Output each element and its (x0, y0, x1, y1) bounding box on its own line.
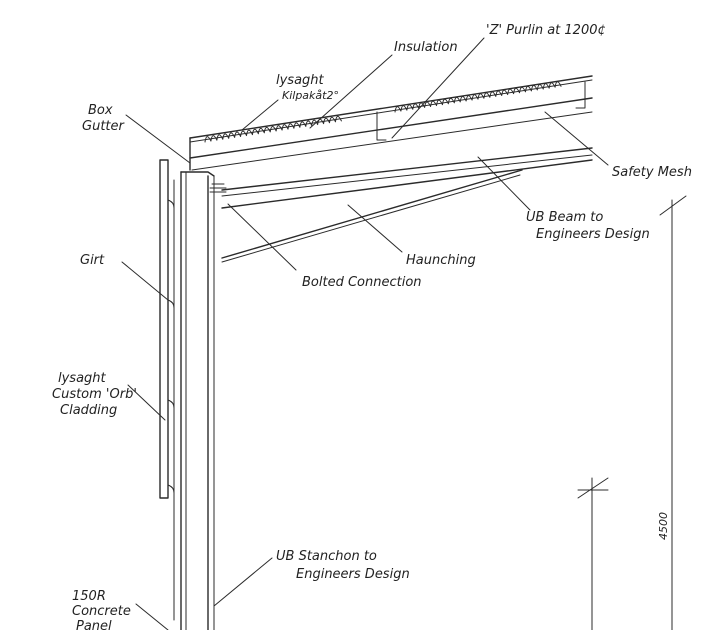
leader-lines (121, 37, 609, 630)
label-ub-stanchion-2: Engineers Design (296, 567, 410, 582)
label-bolted-connection: Bolted Connection (302, 275, 422, 290)
stanchion-cap (180, 171, 215, 177)
beam-bottom-flange (221, 147, 593, 191)
label-safety-mesh: Safety Mesh (612, 165, 692, 180)
dim-tick-top (659, 195, 687, 216)
label-purlin: 'Z' Purlin at 1200¢ (486, 23, 606, 38)
leader-lysaght-roof (241, 99, 279, 131)
labels: Box Gutter lysaght Kilpakåt2° Insulation… (52, 23, 692, 630)
haunch-top (221, 159, 593, 209)
leader-cladding (127, 384, 166, 421)
label-box-gutter-2: Gutter (82, 119, 126, 134)
leader-stanchion (213, 557, 273, 607)
beam-top-flange (189, 97, 593, 159)
dimension-lines: 4500 (577, 195, 687, 630)
label-insulation: Insulation (394, 40, 458, 55)
haunch-diagonal (221, 169, 523, 259)
dim-tick-mid (577, 477, 609, 499)
label-box-gutter-1: Box (88, 103, 113, 118)
beam-bottom-flange-2 (221, 154, 593, 197)
label-ub-stanchion-1: UB Stanchon to (276, 549, 377, 564)
leader-concrete (135, 603, 169, 630)
leader-safety-mesh (544, 111, 609, 166)
roof-assembly (189, 75, 593, 263)
label-concrete-2: Concrete (72, 604, 131, 619)
label-cladding-3: Cladding (60, 403, 117, 418)
label-haunching: Haunching (406, 253, 476, 268)
leader-girt (121, 261, 169, 301)
leader-insulation (309, 54, 393, 129)
label-concrete-1: 150R (72, 589, 106, 604)
label-concrete-3: Panel (76, 619, 112, 630)
purlin-section-left (376, 111, 387, 141)
dimension-label: 4500 (657, 512, 670, 540)
bolt-marks (209, 183, 227, 193)
insulation-wave-right (394, 81, 562, 113)
leader-ub-beam (477, 156, 531, 211)
label-cladding-2: Custom 'Orb' (52, 387, 137, 402)
leader-purlin (391, 37, 485, 139)
label-ub-beam-1: UB Beam to (526, 210, 603, 225)
leader-haunching (347, 204, 403, 253)
label-ub-beam-2: Engineers Design (536, 227, 650, 242)
leader-bolted (227, 203, 297, 271)
wall-cladding (159, 159, 175, 621)
label-cladding-1: lysaght (58, 371, 107, 386)
stanchion (180, 171, 227, 630)
label-lysaght-roof-2: Kilpakåt2° (282, 89, 339, 102)
beam-flange-inner (191, 111, 593, 171)
girt-clips (167, 199, 175, 494)
purlin-section-right (575, 81, 586, 109)
cladding-panel (159, 159, 169, 499)
roof-sheet-top (189, 75, 593, 139)
label-girt: Girt (80, 253, 105, 268)
leader-box-gutter (125, 114, 191, 164)
haunch-diagonal-2 (221, 174, 521, 263)
insulation-wave (204, 115, 342, 143)
label-lysaght-roof-1: lysaght (276, 73, 325, 88)
